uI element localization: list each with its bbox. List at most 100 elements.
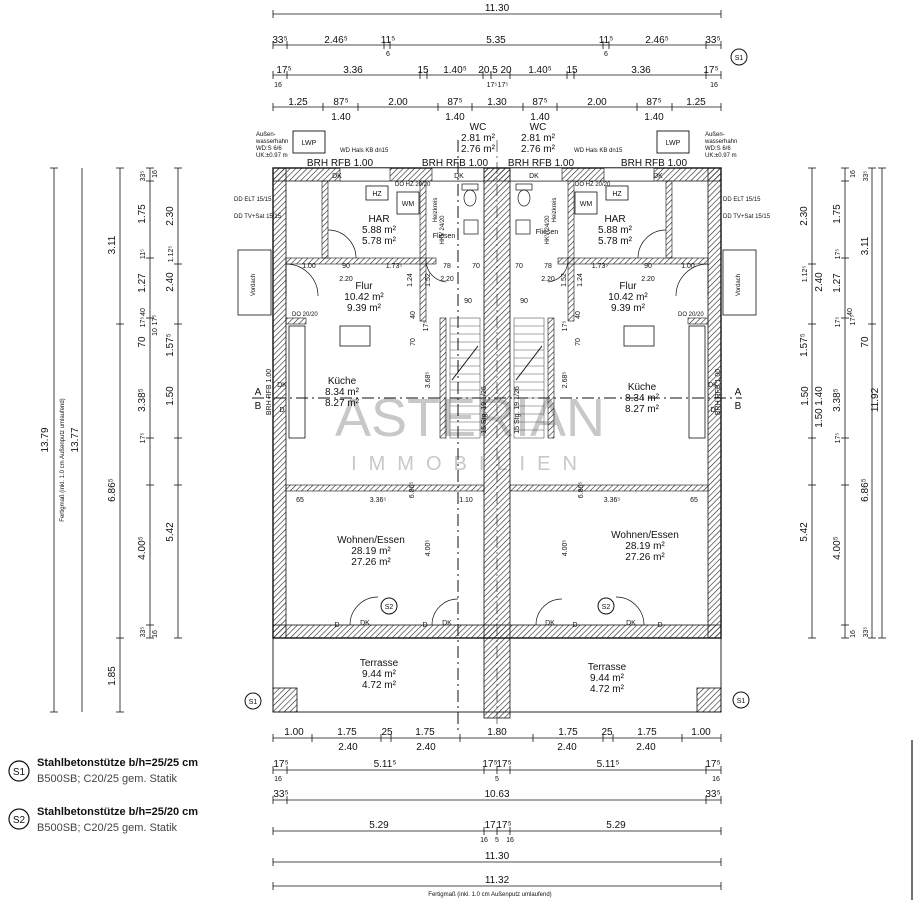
dk-bottom-3: DK [545,620,555,627]
dim-bot-r4-1: 17 [484,820,496,831]
room-wc-right-name: WC [530,122,547,133]
room-wc-left-a2: 2.76 m² [461,144,496,155]
top-dimension-labels: 11.30 33⁵ 2.46⁵ 11⁵ 5.35 11⁵ 2.46⁵ 33⁵ 6… [272,3,720,123]
fliesen-left: Fliesen [433,233,456,240]
vordach-label-left: Vordach [251,274,257,296]
dim-bot-r3-1: 10.63 [484,789,509,800]
vordach-label-right: Vordach [736,274,742,296]
dim-right-cs-0: 16 [850,170,857,178]
room-flur-left-a1: 10.42 m² [344,292,384,303]
dim-40-right: 40 [575,311,582,319]
s2-label-right: S2 [602,604,611,611]
dk-bottom-1: DK [360,620,370,627]
dim-top-r3-1: 87⁵ [333,97,348,108]
legend-s2-sub: B500SB; C20/25 gem. Statik [37,822,178,834]
dim-left-b-0: 33⁵ [140,171,147,182]
dim-78-right: 78 [544,263,552,270]
dk-bottom-4: DK [626,620,636,627]
d-bottom-3: D [572,622,577,629]
wall-stair-right [547,317,555,439]
dim-left-b-2: 1.27 [137,273,148,293]
hz-label-right: HZ [612,191,622,198]
kitchen-cooktop-right [623,325,655,347]
dim-bot-r5: 11.30 [485,851,510,862]
dim-bot-r2-sub-1: 5 [495,776,499,783]
building [237,130,757,730]
dim-bot-r3-2: 33⁵ [705,789,720,800]
dim-124-left: 1.24 [407,273,414,287]
do-2020-left: DO 20/20 [292,312,318,318]
dim-top-r1-sub-1: 6 [604,51,608,58]
dk-side-right: DK [708,382,718,389]
dim-top-r3-7: 87⁵ [646,97,661,108]
hz-label-left: HZ [372,191,382,198]
dim-left-cs-2: 17⁵ [152,315,159,326]
left-dimension-labels: 13.79 Fertigmaß (inkl. 1.0 cm Außenputz … [40,170,176,686]
legend-s2-symbol [8,808,30,830]
aussen-left-4: UK:±0.97 m [256,153,288,159]
wall-stair-left [439,317,447,439]
dim-bot-r3-0: 33⁵ [273,789,288,800]
dim-right-bs-0: 17⁵ [835,249,842,260]
dim-bot-r4-sub-1: 5 [495,837,499,844]
do-2020-right: DO 20/20 [678,312,704,318]
dim-70-right: 70 [515,263,523,270]
wall-wohnen-top-left [285,484,485,492]
dim-152-right: 1.52 [561,273,568,287]
dim-bot-r4-sub-0: 16 [480,837,488,844]
hkv-left: HKV 24/20 [440,215,446,245]
room-wc-right-a1: 2.81 m² [521,133,556,144]
dim-65-left: 65 [296,497,304,504]
wm-label-left: WM [402,201,415,208]
legend-s1-symbol-label: S1 [13,767,26,778]
dim-top-r3-6: 2.00 [587,97,607,108]
kitchen-counter-right [688,325,706,439]
watermark-line1: ASTERIAN [335,388,605,448]
dim-left-outer1: 13.79 [40,427,51,452]
dim-top-r1-3: 5.35 [486,35,506,46]
section-a-right: A [735,387,742,398]
dim-right-cs-3: 16 [850,630,857,638]
dim-bot-r1-0: 1.00 [284,727,304,738]
lwp-label-left: LWP [302,140,317,147]
room-wc-left-name: WC [470,122,487,133]
vordach-left [237,249,272,316]
s1-markers-terrace: S1 S1 [244,691,750,710]
brh-rfb-2: BRH RFB 1.00 [422,158,489,169]
room-kueche-right-a2: 8.27 m² [625,404,660,415]
door-entry-right [675,263,709,297]
dd-tv-right: DD TV+Sat 15/15 [723,214,771,220]
dim-top-r1-1: 2.46⁵ [324,35,348,46]
dim-bot-r2-0: 17⁵ [273,759,288,770]
dim-bot-r1-4: 1.80 [487,727,507,738]
kitchen-counter-left [288,325,306,439]
dim-bot-r6: 11.32 [485,875,510,886]
dim-left-cs-0: 16 [152,170,159,178]
wall-har-west-left [321,180,329,259]
legend-item-s1: S1 Stahlbetonstütze b/h=25/25 cm B500SB;… [8,757,198,785]
s2-label-left: S2 [385,604,394,611]
do-hz-right: DO HZ 20/20 [575,182,611,188]
dim-right-outer: 11.92 [870,387,881,412]
right-dimensions [808,167,886,639]
kitchen-cooktop-left [339,325,371,347]
room-labels-right: HAR 5.88 m² 5.78 m² WC 2.81 m² 2.76 m² F… [521,122,679,695]
legend-s2-symbol-label: S2 [13,815,26,826]
dim-bot-r1-sub-3: 2.40 [636,742,656,753]
dk-top-2: DK [454,173,464,180]
door-terrace-right [615,596,645,626]
dim-top-r3-8: 1.25 [686,97,706,108]
room-kueche-left-a2: 8.27 m² [325,398,360,409]
legend-s1-sub: B500SB; C20/25 gem. Statik [37,773,178,785]
aussen-right-2: wasserhahn [704,139,737,145]
dim-top-r1-2: 11⁵ [381,35,396,46]
dim-top-r2-5: 20 [500,65,512,76]
room-har-right-name: HAR [604,214,625,225]
dk-top-4: DK [653,173,663,180]
dim-220-right: 2.20 [641,276,655,283]
dim-top-r1-4: 11⁵ [599,35,614,46]
room-terrasse-right-name: Terrasse [588,662,627,673]
dim-ticks-top [272,10,722,111]
dim-top-r1-0: 33⁵ [272,35,287,46]
